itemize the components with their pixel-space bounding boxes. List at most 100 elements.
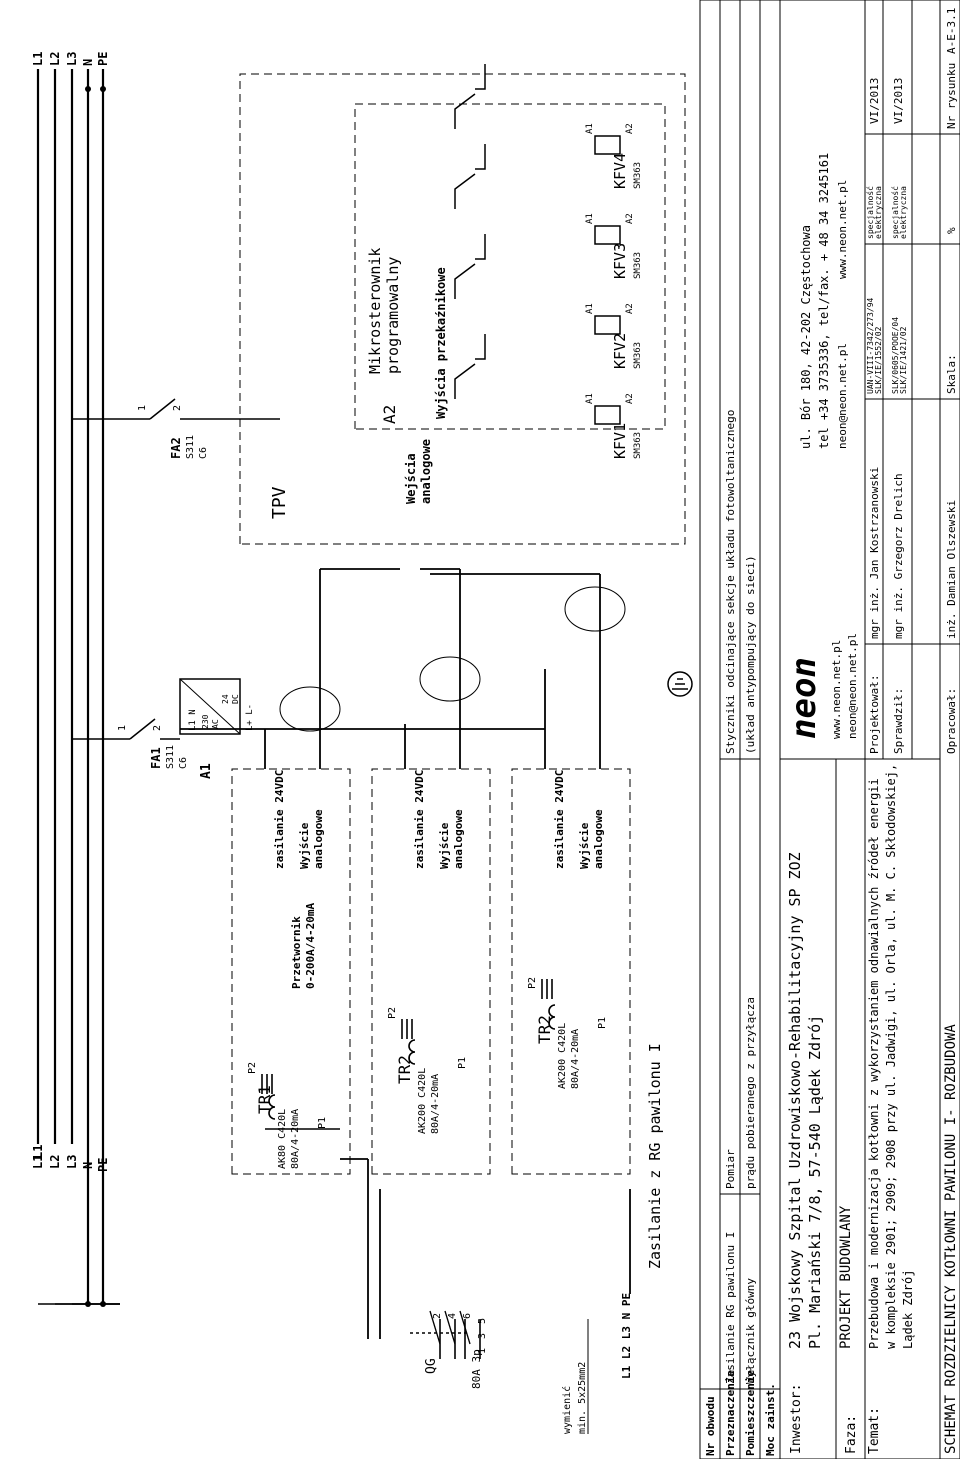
- tpv-label: TPV: [269, 486, 290, 519]
- transformer-tr1: P2 TR1 AK80 C420L 80A/4-20mA P1: [247, 1062, 340, 1169]
- kfv3-model: SM363: [633, 252, 643, 279]
- cable-markers: [279, 586, 626, 732]
- fuse-fa2: FA2 S311 C6 1 2: [72, 398, 280, 459]
- company-web: www.neon.net.pl: [830, 640, 843, 739]
- table-przezn-2: Pomiar: [724, 1149, 737, 1189]
- psu-a1: A1 L1 N 230 AC 24 DC L+ L-: [179, 678, 255, 779]
- bus-label-l2-right: L2: [48, 52, 62, 66]
- title-block: Inwestor: 23 Wojskowy Szpital Uzdrowisko…: [784, 8, 959, 1454]
- sprawdzil-spec-1: specjalność: [890, 186, 900, 239]
- temat-label: Temat:: [867, 1407, 882, 1454]
- output-label-1a: Wyjście: [298, 822, 311, 869]
- psu-in-terms: L1 N: [188, 709, 198, 731]
- plc-enclosure: [354, 103, 666, 430]
- qg-rating: 80A 3p: [470, 1349, 483, 1389]
- tpv-enclosure: [239, 73, 686, 545]
- tr1-ratio: 80A/4-20mA: [290, 1109, 301, 1169]
- kfv4-tag: KFV4: [611, 153, 629, 189]
- fa1-tag: FA1: [149, 747, 163, 769]
- inwestor-label: Inwestor:: [789, 1384, 804, 1454]
- temat-line-1: Przebudowa i modernizacja kotłowni z wyk…: [867, 778, 881, 1349]
- fa1-pin2: 2: [152, 725, 163, 731]
- table-pom-1: Wyłącznik główny: [744, 1278, 757, 1384]
- faza-label: Faza:: [844, 1415, 859, 1454]
- sprawdzil-name: mgr inż. Grzegorz Drelich: [892, 473, 905, 639]
- temat-line-2: w kompleksie 2901; 2909; 2908 przy ul. J…: [884, 764, 898, 1349]
- projektowal-name: mgr inż. Jan Kostrzanowski: [868, 467, 881, 639]
- tr2a-p1: P1: [457, 1057, 468, 1069]
- kfv2-model: SM363: [633, 342, 643, 369]
- output-label-2b: analogowe: [452, 809, 465, 869]
- bus-label-pe: PE: [96, 1158, 110, 1172]
- qg-pin-1: 1: [477, 1348, 488, 1354]
- output-label-3b: analogowe: [592, 809, 605, 869]
- tr1-model: AK80 C420L: [277, 1109, 288, 1169]
- opracowal-name: inż. Damian Olszewski: [945, 500, 958, 639]
- tr2a-p2: P2: [387, 1007, 398, 1019]
- measurement-boxes: [231, 768, 631, 1175]
- psu-out-v: 24: [221, 694, 230, 704]
- bus-label-l3-right: L3: [65, 52, 79, 66]
- psu-in-v: 230: [201, 714, 210, 729]
- circuit-table-grid: [699, 0, 781, 1460]
- projektowal-label: Projektował:: [868, 675, 881, 754]
- tr1-tag: TR1: [255, 1085, 274, 1114]
- bus-bars: [36, 69, 105, 1304]
- nr-rysunku-label: Nr rysunku: [945, 63, 958, 129]
- kfv3-tag: KFV3: [611, 243, 629, 279]
- bus-labels-mid: L1: [31, 1145, 45, 1159]
- table-pom-3: (układ antypompujący do sieci): [744, 555, 757, 754]
- bus-label-l3: L3: [65, 1155, 79, 1169]
- kfv1-a1: A1: [585, 393, 595, 404]
- tr2b-tag: TR2: [535, 1015, 554, 1044]
- circuit-table: Nr obwodu Przeznaczenie Pomieszczenie Mo…: [704, 410, 777, 1456]
- table-header-nr: Nr obwodu: [704, 1396, 717, 1456]
- psu-out-terms: L+ L-: [245, 704, 255, 731]
- projektowal-date: VI/2013: [868, 78, 881, 124]
- qg-replace-note: wymienić: [561, 1386, 573, 1434]
- kfv4-a2: A2: [625, 123, 635, 134]
- company-address-2: tel +34 3735336, tel/fax. + 48 34 324516…: [817, 153, 831, 449]
- tr2a-tag: TR2: [395, 1055, 414, 1084]
- fa2-pin2: 2: [172, 405, 183, 411]
- transformer-tr2-a: P2 TR2 AK200 C420L 80A/4-20mA P1: [387, 1007, 468, 1134]
- kfv1-model: SM363: [633, 432, 643, 459]
- fa1-model: S311: [165, 745, 176, 769]
- faza-value: PROJEKT BUDOWLANY: [838, 1205, 854, 1349]
- drawing-title: SCHEMAT ROZDZIELNICY KOTŁOWNI PAWILONU I…: [943, 1024, 959, 1454]
- qg-pin-6: 6: [462, 1313, 473, 1319]
- qg-cable-spec: min. 5x25mm2: [577, 1362, 588, 1434]
- company-address-web: www.neon.net.pl: [836, 180, 849, 279]
- nr-rysunku-value: A-E-3.1: [945, 8, 958, 54]
- kfv2-tag: KFV2: [611, 333, 629, 369]
- skala-label: Skala:: [945, 354, 958, 394]
- kfv2-a1: A1: [585, 303, 595, 314]
- contactors: KFV1 KFV2 KFV3 KFV4 SM363 SM363 SM363 SM…: [585, 123, 643, 459]
- inwestor-line-1: 23 Wojskowy Szpital Uzdrowiskowo-Rehabil…: [786, 852, 804, 1349]
- bus-label-pe-right: PE: [96, 52, 110, 66]
- psu-in-t: AC: [211, 719, 220, 729]
- main-switch-qg: QG 80A 3p 2 4 6 1 3 5 L1 L2 L3 N PE wymi…: [38, 1293, 633, 1434]
- table-header-moc: Moc zainst.: [764, 1383, 777, 1456]
- opracowal-label: Opracował:: [945, 688, 958, 754]
- signal-wiring: [180, 568, 631, 1339]
- tr1-p2: P2: [247, 1062, 258, 1074]
- sprawdzil-date: VI/2013: [892, 78, 905, 124]
- company-address-1: ul. Bór 180, 42-202 Częstochowa: [799, 225, 813, 449]
- bus-labels-left: L1 L2 L3 N PE: [31, 1155, 110, 1172]
- table-przezn-3: Styczniki odcinające sekcje układu fotow…: [724, 410, 737, 754]
- tr2a-ratio: 80A/4-20mA: [430, 1074, 441, 1134]
- bus-label-l1-right: L1: [31, 52, 45, 66]
- company-address-mail: neon@neon.net.pl: [836, 343, 849, 449]
- plc-tag: A2: [380, 405, 399, 424]
- projektowal-spec-2: elektryczna: [874, 186, 883, 239]
- plc-title-1: Mikrosterownik: [366, 248, 384, 374]
- table-przezn-1: Zasilanie RG pawilonu I: [724, 1232, 737, 1384]
- fa2-model: S311: [185, 435, 196, 459]
- bus-label-n-right: N: [81, 59, 95, 66]
- transformer-tr2-b: P2 TR2 AK200 C420L 80A/4-20mA P1: [527, 977, 608, 1089]
- inwestor-line-2: Pl. Mariański 7/8, 57-540 Lądek Zdrój: [806, 1015, 824, 1349]
- converter-label-2: 0-200A/4-20mA: [304, 903, 317, 989]
